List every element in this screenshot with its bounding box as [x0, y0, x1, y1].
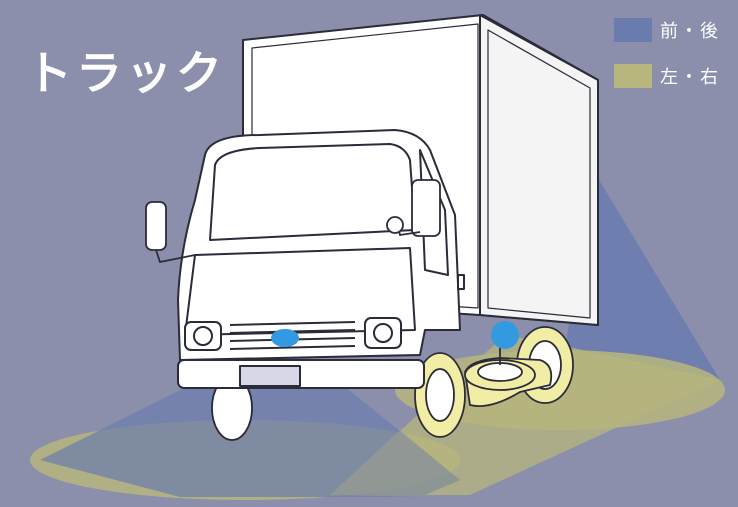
legend: 前・後 左・右 [614, 18, 720, 110]
sensor-front-icon [271, 329, 299, 347]
page-title: トラック [26, 50, 226, 96]
legend-label-left-right: 左・右 [660, 63, 720, 89]
legend-swatch-front-rear [614, 18, 652, 42]
legend-item-left-right: 左・右 [614, 64, 720, 88]
legend-item-front-rear: 前・後 [614, 18, 720, 42]
legend-label-front-rear: 前・後 [660, 17, 720, 43]
truck-cab [178, 130, 464, 388]
sensor-side-icon [491, 321, 519, 349]
legend-swatch-left-right [614, 64, 652, 88]
